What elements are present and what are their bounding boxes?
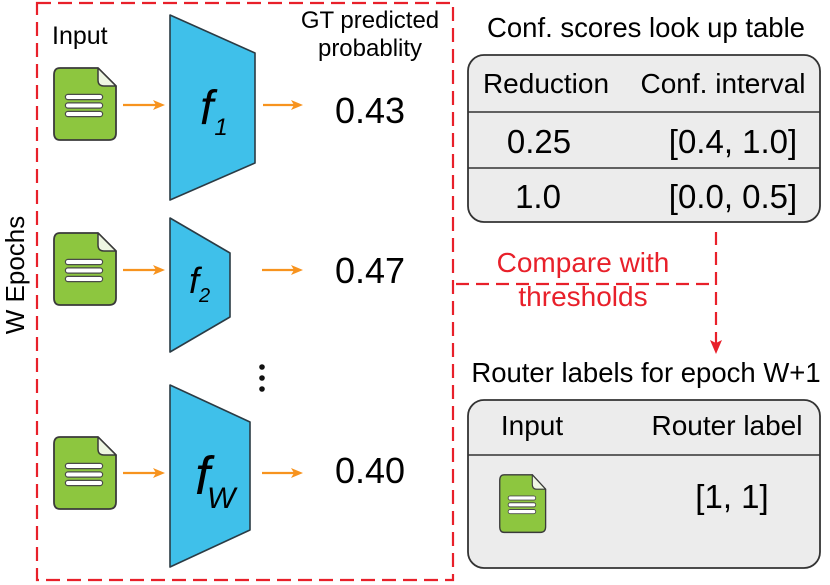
router-labels-section: Router labels for epoch W+1 Input Router… [467, 357, 821, 569]
model-to-output-arrow [263, 100, 303, 110]
lookup-table-title: Conf. scores look up table [487, 12, 805, 43]
reduction-cell: 1.0 [515, 178, 561, 215]
model-f1-shape [169, 14, 256, 201]
model-f2-shape [169, 217, 231, 353]
lookup-table-header-interval: Conf. interval [641, 68, 806, 99]
model-fw-label: fW [195, 446, 238, 515]
vertical-ellipsis-icon [259, 364, 265, 392]
ellipsis-dot [259, 375, 265, 381]
predicted-probability: 0.40 [335, 450, 405, 491]
arrowhead [291, 100, 303, 110]
probability-header-line-1: GT predicted [301, 7, 439, 34]
router-labels-table-frame [467, 399, 821, 569]
connector-arrowhead [710, 340, 722, 354]
compare-label-line-2: thresholds [518, 281, 647, 312]
document-icon [500, 475, 546, 533]
epochs-panel: W Epochs Input GT predicted probablity f… [0, 1, 455, 582]
epoch-row: fW 0.40 [54, 384, 405, 568]
predicted-probability: 0.47 [335, 250, 405, 291]
compare-with-thresholds: Compare with thresholds [456, 232, 722, 354]
lookup-table-header-reduction: Reduction [483, 68, 609, 99]
epochs-boundary [35, 1, 455, 582]
predicted-probability: 0.43 [335, 90, 405, 131]
input-to-model-arrow [123, 100, 165, 110]
interval-cell: [0.0, 0.5] [669, 178, 797, 215]
model-subscript: 1 [214, 114, 227, 141]
interval-cell: [0.4, 1.0] [669, 123, 797, 160]
router-label-cell: [1, 1] [695, 478, 768, 515]
input-to-model-arrow [123, 265, 165, 275]
epoch-row: f1 0.43 [54, 14, 405, 201]
router-labels-title: Router labels for epoch W+1 [471, 357, 820, 388]
router-table-header-label: Router label [652, 410, 803, 441]
arrowhead [153, 468, 165, 478]
model-subscript: W [207, 482, 238, 515]
compare-label-line-1: Compare with [497, 247, 670, 278]
epochs-side-label: W Epochs [0, 216, 30, 335]
arrowhead [153, 100, 165, 110]
ellipsis-dot [259, 364, 265, 370]
model-subscript: 2 [198, 285, 210, 307]
input-column-header: Input [52, 22, 108, 50]
ellipsis-dot [259, 386, 265, 392]
model-name: f [195, 446, 215, 506]
router-table-header-input: Input [501, 410, 563, 441]
model-to-output-arrow [262, 265, 303, 275]
model-fw-shape [169, 384, 251, 568]
table-row: 0.25 [0.4, 1.0] [507, 123, 797, 160]
epoch-row: f2 0.47 [54, 217, 405, 353]
arrowhead [291, 468, 303, 478]
reduction-cell: 0.25 [507, 123, 571, 160]
arrowhead [291, 265, 303, 275]
lookup-table: Reduction Conf. interval 0.25 [0.4, 1.0]… [467, 54, 821, 223]
model-to-output-arrow [262, 468, 303, 478]
probability-header-line-2: probablity [318, 35, 422, 62]
document-icon [54, 233, 116, 305]
lookup-table-section: Conf. scores look up table Reduction Con… [467, 12, 821, 223]
table-row: [1, 1] [500, 475, 769, 533]
lookup-table-frame [467, 54, 821, 223]
document-icon [54, 68, 116, 140]
arrowhead [153, 265, 165, 275]
router-labels-table: Input Router label [1, 1] [467, 399, 821, 569]
input-to-model-arrow [123, 468, 165, 478]
document-icon [54, 437, 116, 509]
table-row: 1.0 [0.0, 0.5] [515, 178, 797, 215]
